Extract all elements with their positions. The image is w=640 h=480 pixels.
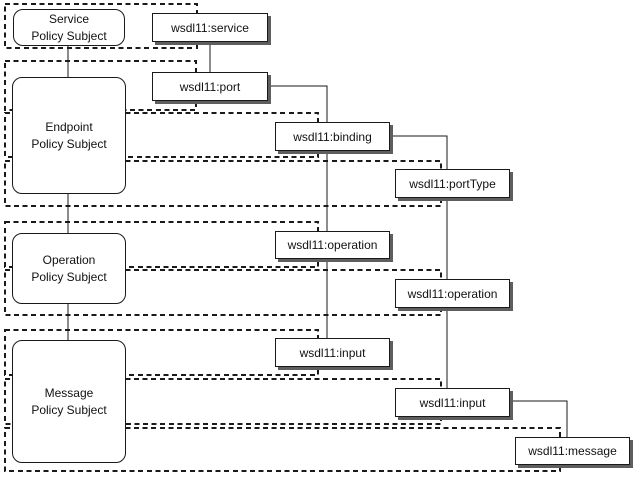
wsdl-binding-input-box: wsdl11:input	[275, 338, 390, 367]
endpoint-subject-binding-region	[4, 112, 319, 158]
wsdl-message-box: wsdl11:message	[515, 437, 630, 465]
service-subject-region	[4, 3, 198, 49]
wsdl-porttype-operation-box: wsdl11:operation	[395, 279, 510, 308]
service-policy-subject-label-line2: Policy Subject	[31, 28, 107, 43]
wsdl-port-box: wsdl11:port	[152, 72, 268, 101]
wsdl-porttype-input-box: wsdl11:input	[395, 388, 510, 417]
operation-policy-subject-box: Operation Policy Subject	[12, 233, 126, 304]
wsdl-binding-box: wsdl11:binding	[275, 122, 390, 151]
operation-policy-subject-label-line1: Operation	[42, 252, 96, 267]
operation-policy-subject-label-line2: Policy Subject	[31, 269, 107, 284]
endpoint-policy-subject-box: Endpoint Policy Subject	[12, 77, 126, 194]
wsdl-binding-operation-box: wsdl11:operation	[275, 231, 390, 259]
wsdl-porttype-box: wsdl11:portType	[395, 169, 510, 198]
endpoint-policy-subject-label-line1: Endpoint	[45, 119, 93, 134]
message-policy-subject-label-line1: Message	[44, 385, 94, 400]
message-policy-subject-label-line2: Policy Subject	[31, 402, 107, 417]
wsdl-service-box: wsdl11:service	[152, 13, 268, 42]
input-to-message-connector	[510, 400, 568, 437]
service-policy-subject-label-line1: Service	[48, 11, 89, 26]
service-policy-subject-box: Service Policy Subject	[13, 9, 125, 46]
endpoint-policy-subject-label-line2: Policy Subject	[31, 136, 107, 151]
message-policy-subject-box: Message Policy Subject	[12, 340, 126, 463]
